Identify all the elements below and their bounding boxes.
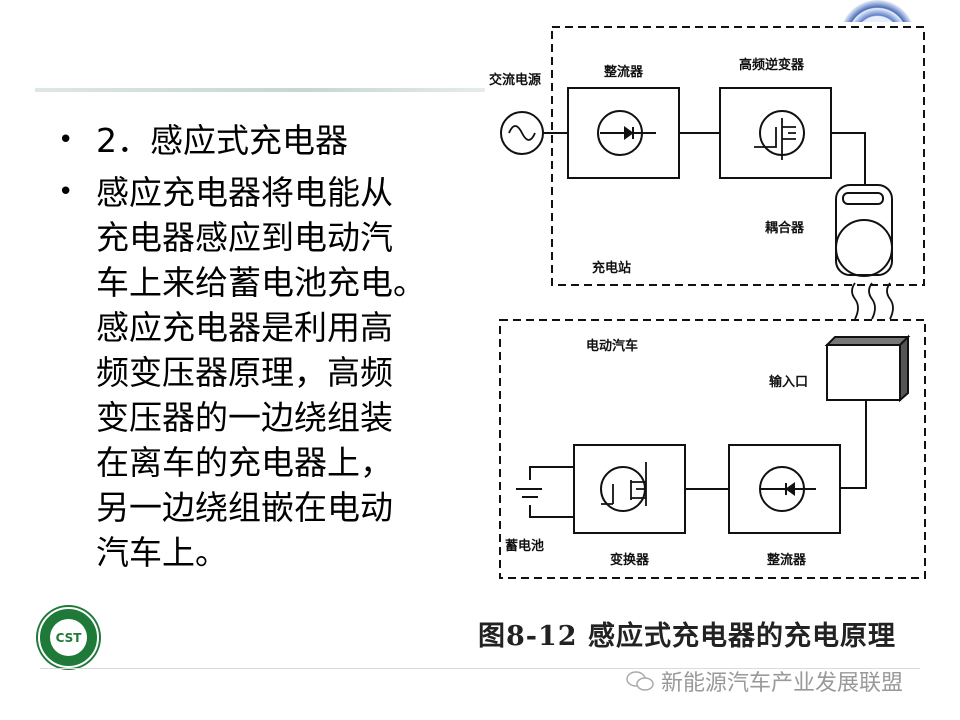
mosfet-icon [754, 110, 805, 160]
logo-text: CST [50, 619, 87, 656]
label-input-port: 输入口 [769, 374, 808, 390]
footer-divider [40, 668, 920, 669]
bullet-icon: • [58, 125, 74, 155]
watermark-text: 新能源汽车产业发展联盟 [661, 671, 904, 696]
vehicle-boundary [499, 319, 926, 579]
mosfet-icon [600, 462, 647, 512]
bullet-line: 变压器的一边绕组装 [96, 398, 393, 437]
label-station: 充电站 [592, 260, 631, 276]
seal-logo [840, 0, 915, 22]
wechat-icon [626, 671, 654, 691]
converter-block [573, 444, 686, 534]
bullet-line: 感应充电器将电能从 [96, 173, 393, 212]
diode-icon [597, 110, 656, 156]
input-port-icon [824, 334, 911, 403]
label-ac-source: 交流电源 [489, 72, 541, 88]
watermark: 新能源汽车产业发展联盟 [625, 665, 903, 697]
bullet-line: 车上来给蓄电池充电。 [96, 263, 426, 302]
station-boundary [551, 26, 925, 286]
bullet-line: 频变压器原理，高频 [96, 353, 393, 392]
bullet-line: 充电器感应到电动汽 [96, 218, 393, 257]
bullet-line: 在离车的充电器上， [96, 443, 393, 482]
bullet-line: 汽车上。 [96, 533, 228, 572]
bullet-text: 2．感应式充电器 [96, 121, 348, 160]
bullet-body: • 感应充电器将电能从 充电器感应到电动汽 车上来给蓄电池充电。 感应充电器是利… [58, 170, 426, 575]
label-inverter: 高频逆变器 [739, 57, 805, 73]
label-vehicle: 电动汽车 [586, 338, 638, 354]
wireless-waves-icon [851, 282, 894, 320]
bullet-heading: • 2．感应式充电器 [58, 118, 426, 163]
battery-icon [516, 466, 574, 518]
coupler-icon [835, 184, 893, 277]
bullet-list: • 2．感应式充电器 • 感应充电器将电能从 充电器感应到电动汽 车上来给蓄电池… [58, 118, 426, 575]
label-rectifier-top: 整流器 [603, 64, 644, 80]
bullet-line: 感应充电器是利用高 [96, 308, 393, 347]
label-converter: 变换器 [610, 552, 650, 568]
bullet-line: 另一边绕组嵌在电动 [96, 488, 393, 527]
diode-icon [759, 466, 816, 512]
title-divider [35, 88, 485, 92]
label-rectifier-bottom: 整流器 [766, 552, 807, 568]
label-battery: 蓄电池 [505, 538, 544, 554]
bullet-icon: • [58, 177, 74, 207]
cst-logo: CST [38, 607, 99, 668]
figure-caption: 图8-12 感应式充电器的充电原理 [478, 621, 896, 652]
label-coupler: 耦合器 [765, 220, 805, 236]
